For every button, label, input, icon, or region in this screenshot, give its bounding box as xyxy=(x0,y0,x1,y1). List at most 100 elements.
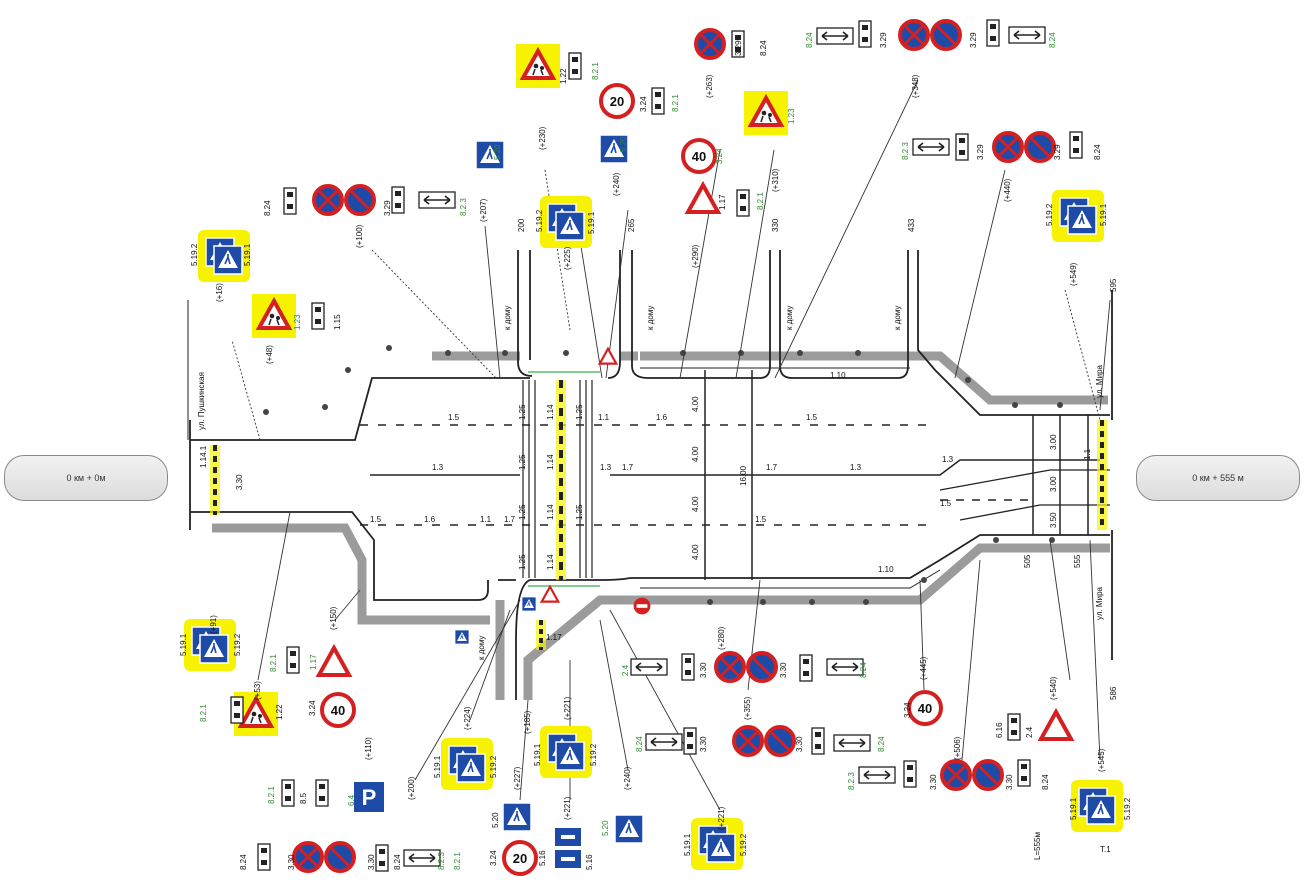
no-entry-sign[interactable] xyxy=(633,597,651,615)
chainage-label: (+16) xyxy=(215,283,224,302)
dimension-label: 4.00 xyxy=(691,544,700,560)
pedestrian-crossing-sign-highlighted[interactable] xyxy=(1071,780,1123,832)
sign-code: 3.30 xyxy=(779,662,788,678)
children-warning-sign[interactable] xyxy=(252,294,296,338)
sign-code: 3.30 xyxy=(367,854,376,870)
warning-triangle-sign[interactable] xyxy=(317,646,351,677)
children-warning-sign[interactable] xyxy=(516,44,560,88)
sign-code: 5.19.1 xyxy=(1069,797,1078,820)
chainage-label: (+207) xyxy=(479,198,488,222)
speed-limit-sign-20[interactable]: 20 xyxy=(599,83,635,119)
marking-label: 1.25 xyxy=(518,554,527,570)
chainage-label: (+240) xyxy=(623,766,632,790)
chainage-label: (+185) xyxy=(523,710,532,734)
chainage-label: (+53) xyxy=(253,681,262,700)
station-label: 330 xyxy=(771,218,780,232)
sign-code: 5.19.2 xyxy=(1045,203,1054,226)
pedestrian-crossing-sign-highlighted[interactable] xyxy=(540,196,592,248)
sign-code: 3.29 xyxy=(976,144,985,160)
sign-code: 3.30 xyxy=(1005,774,1014,790)
station-label: 505 xyxy=(1023,554,1032,568)
no-stopping-signs[interactable] xyxy=(940,759,1004,791)
marking-label: 1.25 xyxy=(518,454,527,470)
sign-code: 3.30 xyxy=(287,854,296,870)
sign-code: 5.19.2 xyxy=(489,755,498,778)
no-stopping-signs[interactable] xyxy=(312,184,376,216)
marking-label: 1.14 xyxy=(546,404,555,420)
marking-label: 1.1 xyxy=(1083,448,1092,460)
warning-triangle-sign[interactable] xyxy=(1039,710,1073,741)
no-stopping-signs[interactable] xyxy=(732,725,796,757)
sign-code: 5.19.1 xyxy=(433,755,442,778)
sign-code: 5.19.1 xyxy=(587,211,596,234)
pedestrian-crossing-sign-highlighted[interactable] xyxy=(1052,190,1104,242)
speed-limit-sign-40[interactable]: 40 xyxy=(681,138,717,174)
pedestrian-crossing-sign[interactable] xyxy=(614,814,644,844)
marking-label: 1.14 xyxy=(546,454,555,470)
marking-label: 1.5 xyxy=(448,413,460,422)
give-way-sign[interactable] xyxy=(540,585,560,603)
no-stopping-signs[interactable] xyxy=(292,841,356,873)
speed-limit-sign-20[interactable]: 20 xyxy=(502,840,538,876)
sign-code: 8.2.1 xyxy=(453,852,462,870)
sign-code: 5.16 xyxy=(538,850,547,866)
sign-code: 8.24 xyxy=(393,854,402,870)
sign-code: 3.29 xyxy=(879,32,888,48)
end-chainage-marker[interactable]: 0 км + 555 м xyxy=(1136,455,1300,501)
give-way-sign[interactable] xyxy=(598,347,618,365)
lane-direction-sign[interactable] xyxy=(555,828,581,868)
marking-label: 1.6 xyxy=(656,413,668,422)
sign-code: 3.24 xyxy=(903,702,912,718)
pedestrian-crossing-sign[interactable] xyxy=(502,802,532,832)
sign-code: 1.22 xyxy=(275,704,284,720)
no-stopping-signs[interactable] xyxy=(714,651,778,683)
marking-label: 1.1 xyxy=(480,515,492,524)
children-warning-sign[interactable] xyxy=(744,91,788,135)
sign-code: 8.2.1 xyxy=(671,94,680,112)
speed-limit-sign-40[interactable]: 40 xyxy=(907,690,943,726)
marking-label: 1.25 xyxy=(518,404,527,420)
pedestrian-crossing-sign-highlighted[interactable] xyxy=(441,738,493,790)
small-pedestrian-sign[interactable] xyxy=(454,629,470,645)
sign-code: 8.5 xyxy=(299,792,308,804)
pedestrian-crossing-sign-highlighted[interactable] xyxy=(184,619,236,671)
road-geometry xyxy=(187,79,1113,811)
driveway-label: к дому xyxy=(503,306,512,330)
chainage-label: (+200) xyxy=(407,776,416,800)
sign-code: 5.20 xyxy=(493,144,502,160)
no-stopping-signs[interactable] xyxy=(898,19,962,51)
parking-sign[interactable]: P xyxy=(354,782,384,812)
chainage-label: (+230) xyxy=(538,126,547,150)
sign-code: 6.16 xyxy=(995,722,1004,738)
pedestrian-crossing-sign-highlighted[interactable] xyxy=(198,230,250,282)
sign-code: 8.24 xyxy=(1041,774,1050,790)
chainage-label: (+280) xyxy=(717,626,726,650)
sign-code: 8.24 xyxy=(877,736,886,752)
pedestrian-crossing-sign-highlighted[interactable] xyxy=(540,726,592,778)
start-chainage-marker[interactable]: 0 км + 0м xyxy=(4,455,168,501)
labels: ул. Пушкинская ул. Мира ул. Мира к дому … xyxy=(179,32,1132,870)
dimension-label: 4.00 xyxy=(691,396,700,412)
street-label: ул. Пушкинская xyxy=(197,372,206,430)
no-stopping-signs[interactable] xyxy=(992,131,1056,163)
marking-label: 1.25 xyxy=(518,504,527,520)
marking-label: 1.3 xyxy=(850,463,862,472)
marking-label: 1.1 xyxy=(598,413,610,422)
small-pedestrian-sign[interactable] xyxy=(521,596,537,612)
speed-limit-sign-40[interactable]: 40 xyxy=(320,692,356,728)
sign-code: 1.15 xyxy=(333,314,342,330)
sign-code: 1.17 xyxy=(309,654,318,670)
driveway-label: к дому xyxy=(785,306,794,330)
pedestrian-crossing-sign-highlighted[interactable] xyxy=(691,818,743,870)
chainage-label: (+348) xyxy=(911,74,920,98)
marking-label: 1.5 xyxy=(940,499,952,508)
chainage-label: (+91) xyxy=(209,615,218,634)
sign-code: 8.24 xyxy=(1093,144,1102,160)
sign-code: 3.29 xyxy=(969,32,978,48)
signs: 20 40 40 40 20 xyxy=(184,19,1123,876)
station-label: 433 xyxy=(907,218,916,232)
crossing-yellow xyxy=(210,380,1107,650)
no-stopping-signs[interactable] xyxy=(694,28,726,60)
sign-code: 5.19.2 xyxy=(233,633,242,656)
sign-code: 8.24 xyxy=(759,40,768,56)
